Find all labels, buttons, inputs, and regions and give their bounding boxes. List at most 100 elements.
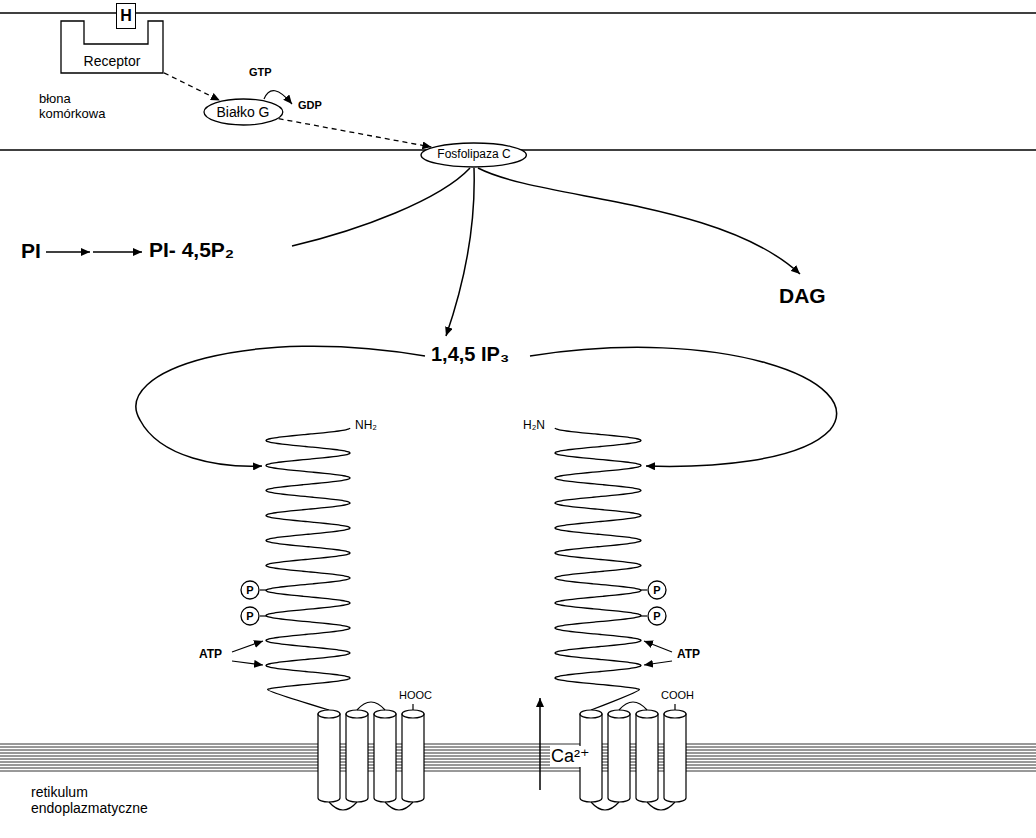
- er-membrane-line: [0, 765, 1036, 766]
- receptor-box: Receptor: [60, 20, 164, 74]
- node-text: Białko G: [217, 104, 270, 120]
- cylinder-top: [318, 710, 340, 718]
- molecule-label: GTP: [248, 66, 273, 79]
- molecule-label: PI: [20, 239, 42, 263]
- cylinder-top: [374, 710, 396, 718]
- atp-arrow: [232, 641, 263, 652]
- signal-connector-group: [279, 119, 432, 147]
- circle-outline: [241, 581, 259, 599]
- signal-connector-group: [164, 73, 220, 101]
- node-text: P: [246, 610, 253, 623]
- cylinder-top: [636, 710, 658, 718]
- cylinder: [636, 714, 658, 802]
- phosphate-stem: [640, 615, 647, 616]
- dashed-arrow: [164, 73, 220, 101]
- node-text: P: [246, 584, 253, 597]
- cylinder: [318, 714, 340, 802]
- transmembrane-domain: [318, 702, 424, 810]
- substrate-curve: [292, 168, 470, 246]
- chain-tail: [412, 704, 413, 710]
- molecule-label: ATP: [676, 648, 701, 662]
- reaction-arrow: [46, 251, 90, 253]
- protein-helix: [555, 428, 641, 710]
- phospholipase-ellipse: Fosfolipaza C: [420, 142, 527, 168]
- dashed-arrow: [279, 119, 432, 147]
- reaction-arrow: [93, 251, 142, 253]
- terminus-label: HOOC: [398, 689, 433, 702]
- molecule-label: ATP: [198, 648, 223, 662]
- er-membrane-line: [0, 771, 1036, 772]
- product-arrow: [478, 168, 800, 274]
- chain-loop: [357, 702, 385, 710]
- molecule-label: 1,4,5 IP₃: [430, 343, 510, 366]
- phosphate-circle: P: [240, 580, 260, 600]
- organelle-label: retikulum endoplazmatyczne: [30, 784, 162, 816]
- node-text: H: [120, 7, 132, 25]
- phosphate-circle: P: [647, 606, 667, 626]
- phosphate-circle: P: [240, 606, 260, 626]
- node-text: Fosfolipaza C: [437, 148, 510, 162]
- phosphate-stem: [260, 615, 267, 616]
- er-membrane: [0, 744, 1036, 771]
- molecule-label: GDP: [297, 99, 323, 112]
- cylinder: [608, 714, 630, 802]
- protein-helix: [266, 428, 350, 710]
- chain-loop: [329, 802, 357, 810]
- phosphate-stem: [260, 589, 267, 590]
- cylinder: [346, 714, 368, 802]
- er-membrane-line: [0, 756, 1036, 757]
- calcium-arrow: [539, 698, 541, 790]
- phosphate-circle: P: [647, 580, 667, 600]
- cylinder-top: [402, 710, 424, 718]
- molecule-label: DAG: [778, 284, 827, 308]
- ion-label: Ca²⁺: [550, 746, 591, 767]
- terminus-label: H₂N: [522, 419, 546, 433]
- binding-arrow: [136, 346, 425, 466]
- membrane-label: błona komórkowa: [38, 92, 120, 122]
- er-membrane-line: [0, 762, 1036, 763]
- er-membrane-line: [0, 753, 1036, 754]
- er-membrane-line: [0, 759, 1036, 760]
- chain-loop: [385, 802, 413, 810]
- atp-arrow: [232, 661, 263, 665]
- membrane-line: [0, 12, 1036, 13]
- er-membrane-line: [0, 747, 1036, 748]
- node-text: P: [653, 610, 660, 623]
- node-text: P: [653, 584, 660, 597]
- circle-outline: [648, 581, 666, 599]
- transmembrane-domain: [580, 702, 686, 810]
- receptor-outline: [61, 21, 163, 73]
- cylinder-top: [346, 710, 368, 718]
- chain-loop: [647, 802, 675, 810]
- circle-outline: [648, 607, 666, 625]
- cylinder-top: [664, 710, 686, 718]
- er-membrane-line: [0, 750, 1036, 751]
- chain-loop: [591, 802, 619, 810]
- hormone-box: H: [116, 3, 136, 29]
- molecule-label: PI- 4,5P₂: [148, 238, 235, 262]
- circle-outline: [241, 607, 259, 625]
- cylinder: [664, 714, 686, 802]
- product-arrow: [446, 168, 474, 336]
- cylinder: [374, 714, 396, 802]
- atp-arrow: [644, 641, 672, 652]
- cylinder-top: [608, 710, 630, 718]
- er-membrane-line: [0, 768, 1036, 769]
- atp-arrow: [644, 661, 672, 665]
- terminus-label: NH₂: [354, 419, 378, 433]
- chain-tail: [674, 704, 675, 710]
- er-membrane-line: [0, 744, 1036, 745]
- node-text: Receptor: [84, 53, 141, 69]
- terminus-label: COOH: [660, 689, 695, 702]
- ellipse-outline: [204, 99, 283, 125]
- phosphate-stem: [640, 589, 647, 590]
- cylinder-top: [580, 710, 602, 718]
- cylinder: [402, 714, 424, 802]
- chain-loop: [619, 702, 647, 710]
- ellipse-outline: [421, 143, 526, 167]
